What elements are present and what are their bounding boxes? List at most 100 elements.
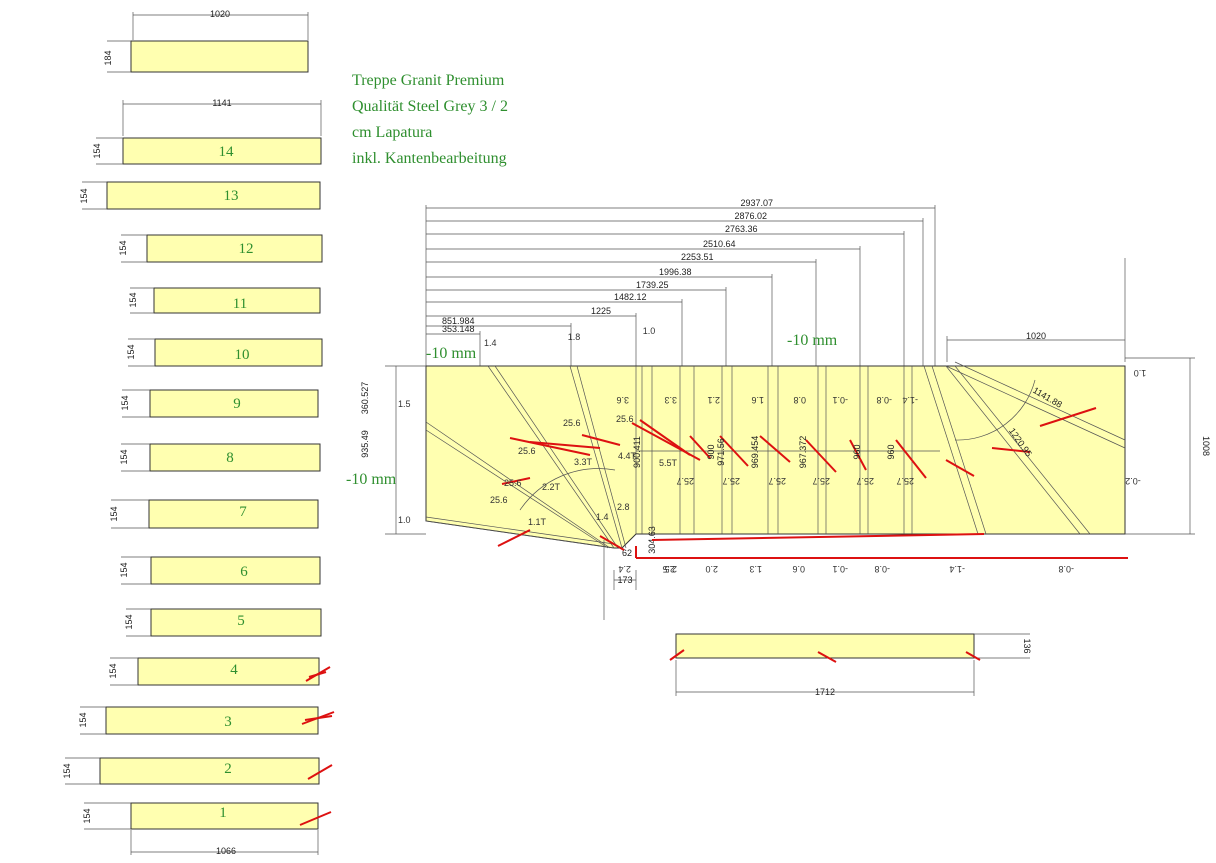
step-label: 11 — [233, 296, 247, 312]
step-5: 154 5 — [124, 608, 322, 637]
step-label: 6 — [240, 564, 248, 580]
step-3: 154 3 — [78, 706, 335, 735]
step-6: 154 6 — [119, 556, 321, 585]
running-dim-label: 1996.38 — [659, 267, 692, 277]
svg-text:-0.8: -0.8 — [874, 564, 890, 574]
top-slab-width: 1020 — [210, 9, 230, 19]
svg-text:154: 154 — [119, 449, 129, 464]
svg-text:-0.8: -0.8 — [876, 395, 892, 405]
step-1: 154 1 1066 — [82, 802, 332, 856]
svg-text:173: 173 — [617, 575, 632, 585]
note-minus10-side: -10 mm — [346, 471, 397, 488]
svg-text:-0.1: -0.1 — [832, 564, 848, 574]
svg-text:25.6: 25.6 — [504, 478, 522, 488]
svg-text:1008: 1008 — [1201, 436, 1211, 456]
svg-text:1066: 1066 — [216, 846, 236, 856]
step14-width-dim: 1141 — [122, 98, 322, 136]
svg-text:25.6: 25.6 — [563, 418, 581, 428]
step-11: 154 11 — [128, 287, 321, 314]
running-dimensions: 2937.072876.022763.362510.642253.511996.… — [425, 198, 936, 366]
svg-text:25.6: 25.6 — [616, 414, 634, 424]
step-13: 154 13 — [79, 181, 321, 210]
svg-text:25.7: 25.7 — [768, 476, 786, 486]
running-dim-label: 2763.36 — [725, 224, 758, 234]
title-line-4: inkl. Kantenbearbeitung — [352, 150, 507, 167]
svg-text:154: 154 — [124, 614, 134, 629]
svg-text:25.6: 25.6 — [490, 495, 508, 505]
running-dim-label: 2876.02 — [735, 211, 768, 221]
running-dim-label: 851.984 — [442, 316, 475, 326]
svg-text:3.3: 3.3 — [664, 395, 677, 405]
bottom-slab: 136 1712 — [669, 633, 1032, 697]
step-label: 12 — [239, 241, 254, 257]
svg-text:1.6: 1.6 — [751, 395, 764, 405]
running-dim-label: 1225 — [591, 306, 611, 316]
svg-text:25.7: 25.7 — [896, 476, 914, 486]
svg-text:25.7: 25.7 — [856, 476, 874, 486]
svg-text:1.4: 1.4 — [596, 512, 609, 522]
svg-text:1.8: 1.8 — [568, 332, 581, 342]
svg-text:360.527: 360.527 — [360, 382, 370, 415]
svg-text:900: 900 — [706, 444, 716, 459]
svg-text:5.5T: 5.5T — [659, 458, 678, 468]
step-4: 154 4 — [108, 657, 331, 686]
step-label: 14 — [219, 144, 235, 160]
top-slab: 1020 184 — [103, 9, 309, 73]
svg-text:1.1T: 1.1T — [528, 517, 547, 527]
svg-text:154: 154 — [126, 344, 136, 359]
svg-text:1712: 1712 — [815, 687, 835, 697]
svg-text:154: 154 — [109, 506, 119, 521]
step-label: 13 — [224, 188, 239, 204]
top-slab-height: 184 — [103, 50, 113, 65]
note-minus10-mid: -10 mm — [787, 332, 838, 349]
note-minus10-left: -10 mm — [426, 345, 477, 362]
svg-text:2.4: 2.4 — [618, 564, 631, 574]
svg-text:971.56: 971.56 — [716, 438, 726, 466]
svg-text:154: 154 — [92, 143, 102, 158]
svg-text:154: 154 — [119, 562, 129, 577]
svg-text:960: 960 — [886, 444, 896, 459]
step-label: 1 — [219, 805, 227, 821]
svg-text:1.3: 1.3 — [749, 564, 762, 574]
step-label: 4 — [230, 662, 238, 678]
step-label: 8 — [226, 450, 234, 466]
svg-text:154: 154 — [62, 763, 72, 778]
svg-text:1.0: 1.0 — [398, 515, 411, 525]
title-line-1: Treppe Granit Premium — [352, 72, 505, 89]
step-label: 5 — [237, 613, 245, 629]
svg-text:967.372: 967.372 — [798, 436, 808, 469]
step-label: 7 — [239, 504, 247, 520]
step-14: 154 14 — [92, 137, 322, 165]
running-dim-label: 2937.07 — [741, 198, 774, 208]
svg-text:3.3T: 3.3T — [574, 457, 593, 467]
step-label: 2 — [224, 761, 232, 777]
title-note: Treppe Granit Premium Qualität Steel Gre… — [352, 72, 508, 167]
svg-text:154: 154 — [79, 188, 89, 203]
svg-text:154: 154 — [128, 292, 138, 307]
svg-text:-0.8: -0.8 — [1058, 564, 1074, 574]
svg-text:4.4T: 4.4T — [618, 451, 637, 461]
landing-plan: 360.527 935.49 1.5 1.0 1008 1.0 -0.2 102… — [346, 258, 1211, 620]
svg-text:154: 154 — [78, 712, 88, 727]
svg-text:-1.4: -1.4 — [902, 395, 918, 405]
svg-text:154: 154 — [82, 808, 92, 823]
svg-text:1020: 1020 — [1026, 331, 1046, 341]
svg-text:1141: 1141 — [212, 98, 231, 108]
running-dim-label: 1482.12 — [614, 292, 647, 302]
svg-text:154: 154 — [120, 395, 130, 410]
svg-text:2.5: 2.5 — [664, 564, 677, 574]
title-line-2: Qualität Steel Grey 3 / 2 — [352, 98, 508, 115]
svg-text:1.4: 1.4 — [484, 338, 497, 348]
svg-text:136: 136 — [1022, 638, 1032, 653]
running-dim-label: 1739.25 — [636, 280, 669, 290]
svg-text:1.0: 1.0 — [1134, 368, 1147, 378]
step-label: 3 — [224, 714, 232, 730]
step-8: 154 8 — [119, 443, 321, 472]
svg-text:2.5: 2.5 — [662, 564, 675, 574]
svg-text:2.2T: 2.2T — [542, 482, 561, 492]
step-7: 154 7 — [109, 499, 319, 529]
step-label: 10 — [235, 347, 250, 363]
svg-text:-0.1: -0.1 — [832, 395, 848, 405]
svg-text:-1.4: -1.4 — [949, 564, 965, 574]
